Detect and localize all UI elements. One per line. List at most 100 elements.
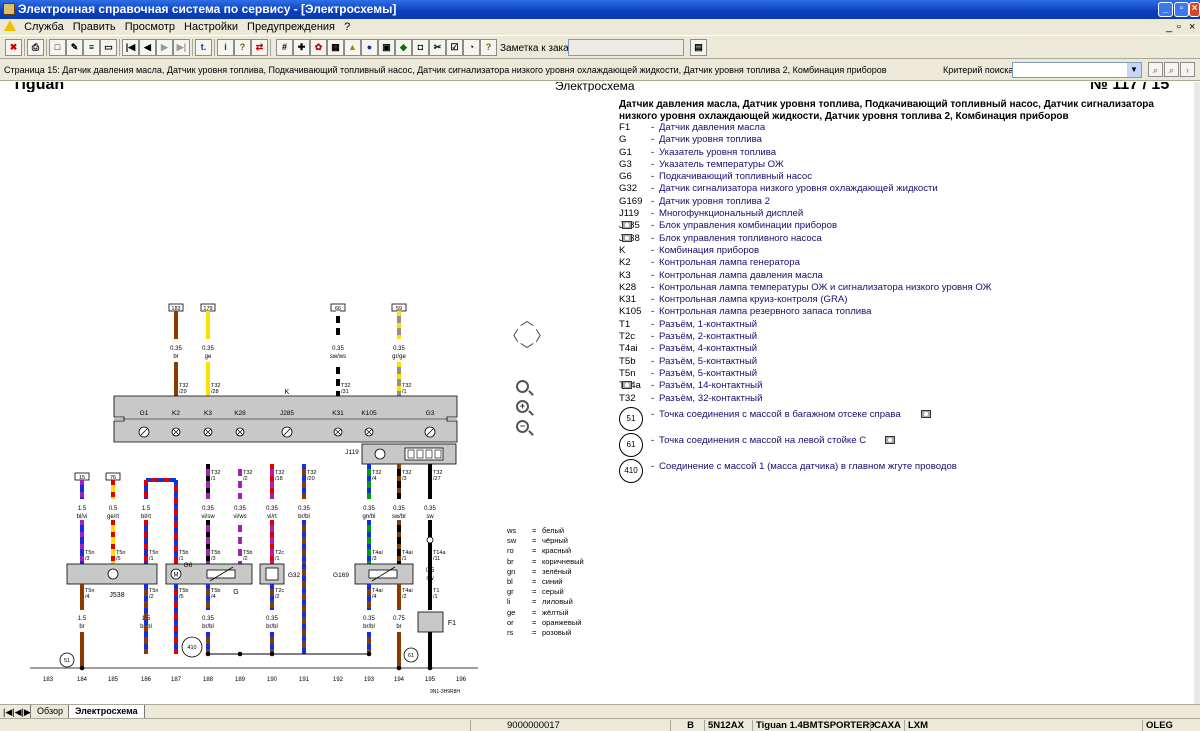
last-page-icon[interactable]: ▶| <box>173 39 190 56</box>
color-key-row: li=лиловый <box>507 597 617 607</box>
camera-icon[interactable] <box>622 381 632 390</box>
pan-up-icon[interactable]: ︿ <box>520 312 534 328</box>
first-page-icon[interactable]: |◀ <box>122 39 139 56</box>
legend-code: K31 <box>619 294 637 306</box>
legend-code: G169 <box>619 195 643 207</box>
table-icon[interactable]: ▦ <box>327 39 344 56</box>
ground-point-51 <box>59 652 75 668</box>
legend-dash: - <box>651 343 655 355</box>
color-key-row: br=коричневый <box>507 557 617 567</box>
color-equals: = <box>532 526 537 535</box>
question-icon[interactable]: ? <box>480 39 497 56</box>
cluster-component-label: K31 <box>332 410 344 417</box>
new-document-icon[interactable]: □ <box>49 39 66 56</box>
wire-color: gr/ge <box>392 354 406 360</box>
minimize-button[interactable]: _ <box>1158 2 1173 17</box>
grid-icon[interactable]: # <box>276 39 293 56</box>
brush-icon[interactable]: ◆ <box>395 39 412 56</box>
legend-item: K2-Контрольная лампа генератора <box>619 257 1179 269</box>
edit-document-icon[interactable]: ✎ <box>66 39 83 56</box>
connector-pin: /31 <box>341 389 349 395</box>
legend-desc: Разъём, 1-контактный <box>659 318 758 330</box>
globe-icon[interactable]: ● <box>361 39 378 56</box>
connector-label: T4ai <box>402 550 413 556</box>
menu-view[interactable]: Просмотр <box>124 21 175 33</box>
navigation-controls: ︿ 〈 〉 ﹀ + − <box>503 310 553 433</box>
tab-nav-arrows[interactable]: |◀|◀|▶| <box>3 707 34 717</box>
gauge-needle <box>426 428 434 436</box>
color-code: br <box>507 556 514 566</box>
color-equals: = <box>532 607 537 617</box>
camera-icon[interactable] <box>885 435 896 444</box>
gear-icon[interactable]: ✿ <box>310 39 327 56</box>
connector-label: T32 <box>211 383 220 389</box>
connector-pin: /1 <box>149 556 154 562</box>
legend-code: K3 <box>619 269 631 281</box>
junction-dot <box>79 665 85 671</box>
chevron-down-icon[interactable]: ▼ <box>1127 63 1141 77</box>
menu-warnings[interactable]: Предупреждения <box>247 21 336 33</box>
tab-wiring-diagram[interactable]: Электросхема <box>68 705 145 719</box>
next-page-icon[interactable]: ▶ <box>156 39 173 56</box>
zoom-fit-icon[interactable] <box>516 380 529 393</box>
document-list-icon[interactable]: ≡ <box>83 39 100 56</box>
legend-dash: - <box>651 220 655 232</box>
legend-dash: - <box>651 408 655 420</box>
menu-service[interactable]: Служба <box>24 21 64 33</box>
mdi-minimize-button[interactable]: _ <box>1166 21 1173 33</box>
exit-icon[interactable]: ✖ <box>5 39 22 56</box>
hint-icon[interactable]: ? <box>234 39 251 56</box>
close-button[interactable]: × <box>1189 2 1200 17</box>
wire-size: 0.35 <box>424 506 436 512</box>
print-icon[interactable]: ⎙ <box>27 39 44 56</box>
connector-pin: /3 <box>402 476 407 482</box>
back-icon[interactable]: t. <box>195 39 212 56</box>
display-digit <box>434 449 442 459</box>
menu-edit[interactable]: Править <box>72 21 116 33</box>
wire-color: ge <box>205 354 212 360</box>
menu-settings[interactable]: Настройки <box>184 21 238 33</box>
order-note-button[interactable]: ▤ <box>690 39 707 56</box>
tools-icon[interactable]: ✂ <box>429 39 446 56</box>
pan-down-icon[interactable]: ﹀ <box>520 342 534 358</box>
legend-dash: - <box>651 434 655 446</box>
reference-number: 179 <box>203 306 212 312</box>
search-next-icon[interactable]: ⌕ <box>1164 62 1179 77</box>
clock-icon[interactable]: ◔ <box>463 39 480 56</box>
camera-icon[interactable] <box>921 409 931 418</box>
wire-size: 0.35 <box>332 346 344 352</box>
mdi-close-button[interactable]: × <box>1189 21 1196 33</box>
puzzle-icon[interactable]: ✚ <box>293 39 310 56</box>
search-icon[interactable]: ⌕ <box>1148 62 1163 77</box>
prev-page-icon[interactable]: ◀ <box>139 39 156 56</box>
alert-icon[interactable]: ▲ <box>344 39 361 56</box>
pan-right-icon[interactable]: 〉 <box>535 328 549 344</box>
color-equals: = <box>532 576 537 586</box>
color-equals: = <box>532 597 537 607</box>
camera-icon[interactable] <box>622 221 632 230</box>
car-icon[interactable]: ◘ <box>412 39 429 56</box>
connector-pin: /5 <box>116 556 121 562</box>
color-key-row: gr=серый <box>507 587 617 597</box>
vertical-scrollbar[interactable] <box>1194 82 1200 704</box>
checklist-icon[interactable]: ☑ <box>446 39 463 56</box>
tab-overview[interactable]: Обзор <box>30 705 70 719</box>
pan-left-icon[interactable]: 〈 <box>505 328 519 344</box>
swap-icon[interactable]: ⇄ <box>251 39 268 56</box>
color-name: синий <box>542 576 563 586</box>
wire-size: 1.5 <box>78 616 87 622</box>
menu-help[interactable]: ? <box>344 21 351 33</box>
search-criterion-select[interactable]: ▼ <box>1012 62 1142 78</box>
legend-desc: Разъём, 14-контактный <box>659 380 763 392</box>
mdi-restore-button[interactable]: ▫ <box>1177 21 1181 33</box>
maximize-button[interactable]: ▫ <box>1174 2 1189 17</box>
info-icon[interactable]: i <box>217 39 234 56</box>
disk-icon[interactable]: ▣ <box>378 39 395 56</box>
vehicle-icon[interactable]: ▭ <box>100 39 117 56</box>
camera-icon[interactable] <box>622 233 632 242</box>
title-bar: Электронная справочная система по сервис… <box>0 0 1200 19</box>
zoom-out-icon[interactable]: − <box>516 420 529 433</box>
zoom-in-icon[interactable]: + <box>516 400 529 413</box>
search-arrow-icon[interactable]: › <box>1180 62 1195 77</box>
order-note-input[interactable] <box>568 39 684 56</box>
